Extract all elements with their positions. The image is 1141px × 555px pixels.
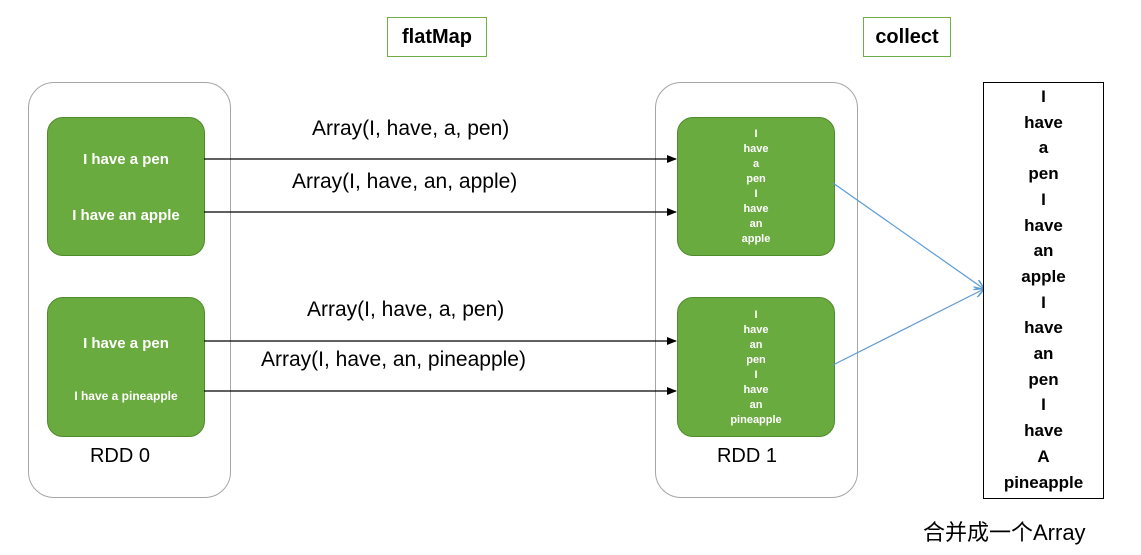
rdd1-word: pineapple [730,414,782,426]
result-word: I [1041,292,1046,312]
result-word: a [1038,138,1049,158]
rdd1-word: an [749,399,763,411]
rdd0-partition-0-line-0: I have a pen [83,151,169,168]
rdd0-partition-0-line-1: I have an apple [72,207,180,224]
result-word: an [1033,241,1054,261]
result-word: have [1024,421,1063,441]
result-word: have [1024,318,1063,338]
flatmap-output-3: Array(I, have, an, pineapple) [261,348,526,371]
rdd1-word: apple [741,233,771,245]
result-word: I [1041,395,1046,415]
rdd1-word: a [752,158,760,170]
collect-arrow-1 [832,289,984,366]
flatmap-output-2: Array(I, have, a, pen) [307,298,505,321]
rdd0-partition-1: I have a pen I have a pineapple [47,297,205,437]
result-word: pen [1028,369,1059,389]
rdd0-partition-0: I have a pen I have an apple [47,117,205,256]
rdd1-word: I [754,369,758,381]
result-word: I [1041,87,1046,106]
collect-label: collect [863,17,951,57]
rdd1-word: have [743,203,769,215]
rdd1-word: I [754,128,758,140]
result-word: pen [1028,164,1059,184]
result-word: A [1037,446,1050,466]
flatmap-output-1: Array(I, have, an, apple) [292,170,518,193]
rdd1-name: RDD 1 [716,445,777,467]
rdd0-partition-1-line-1: I have a pineapple [74,389,178,403]
rdd1-word: an [749,339,763,351]
rdd1-word: I [754,309,758,321]
rdd0-name: RDD 0 [89,445,150,467]
result-word: I [1041,189,1046,209]
rdd1-word: pen [746,354,766,366]
collect-arrow-0 [832,182,984,289]
result-word: have [1024,215,1063,235]
rdd1-word: an [749,218,763,230]
rdd1-word: have [743,384,769,396]
result-caption: 合并成一个Array [923,520,1086,545]
result-word: pineapple [1003,472,1084,492]
flatmap-label: flatMap [387,17,487,57]
rdd1-word: have [743,324,769,336]
rdd0-partition-1-line-0: I have a pen [83,335,169,352]
flatmap-output-0: Array(I, have, a, pen) [312,117,510,140]
result-word: apple [1021,266,1066,286]
rdd1-word: pen [746,173,766,185]
result-word: have [1024,112,1063,132]
rdd1-word: I [754,188,758,200]
rdd1-word: have [743,143,769,155]
result-word: an [1033,344,1054,364]
